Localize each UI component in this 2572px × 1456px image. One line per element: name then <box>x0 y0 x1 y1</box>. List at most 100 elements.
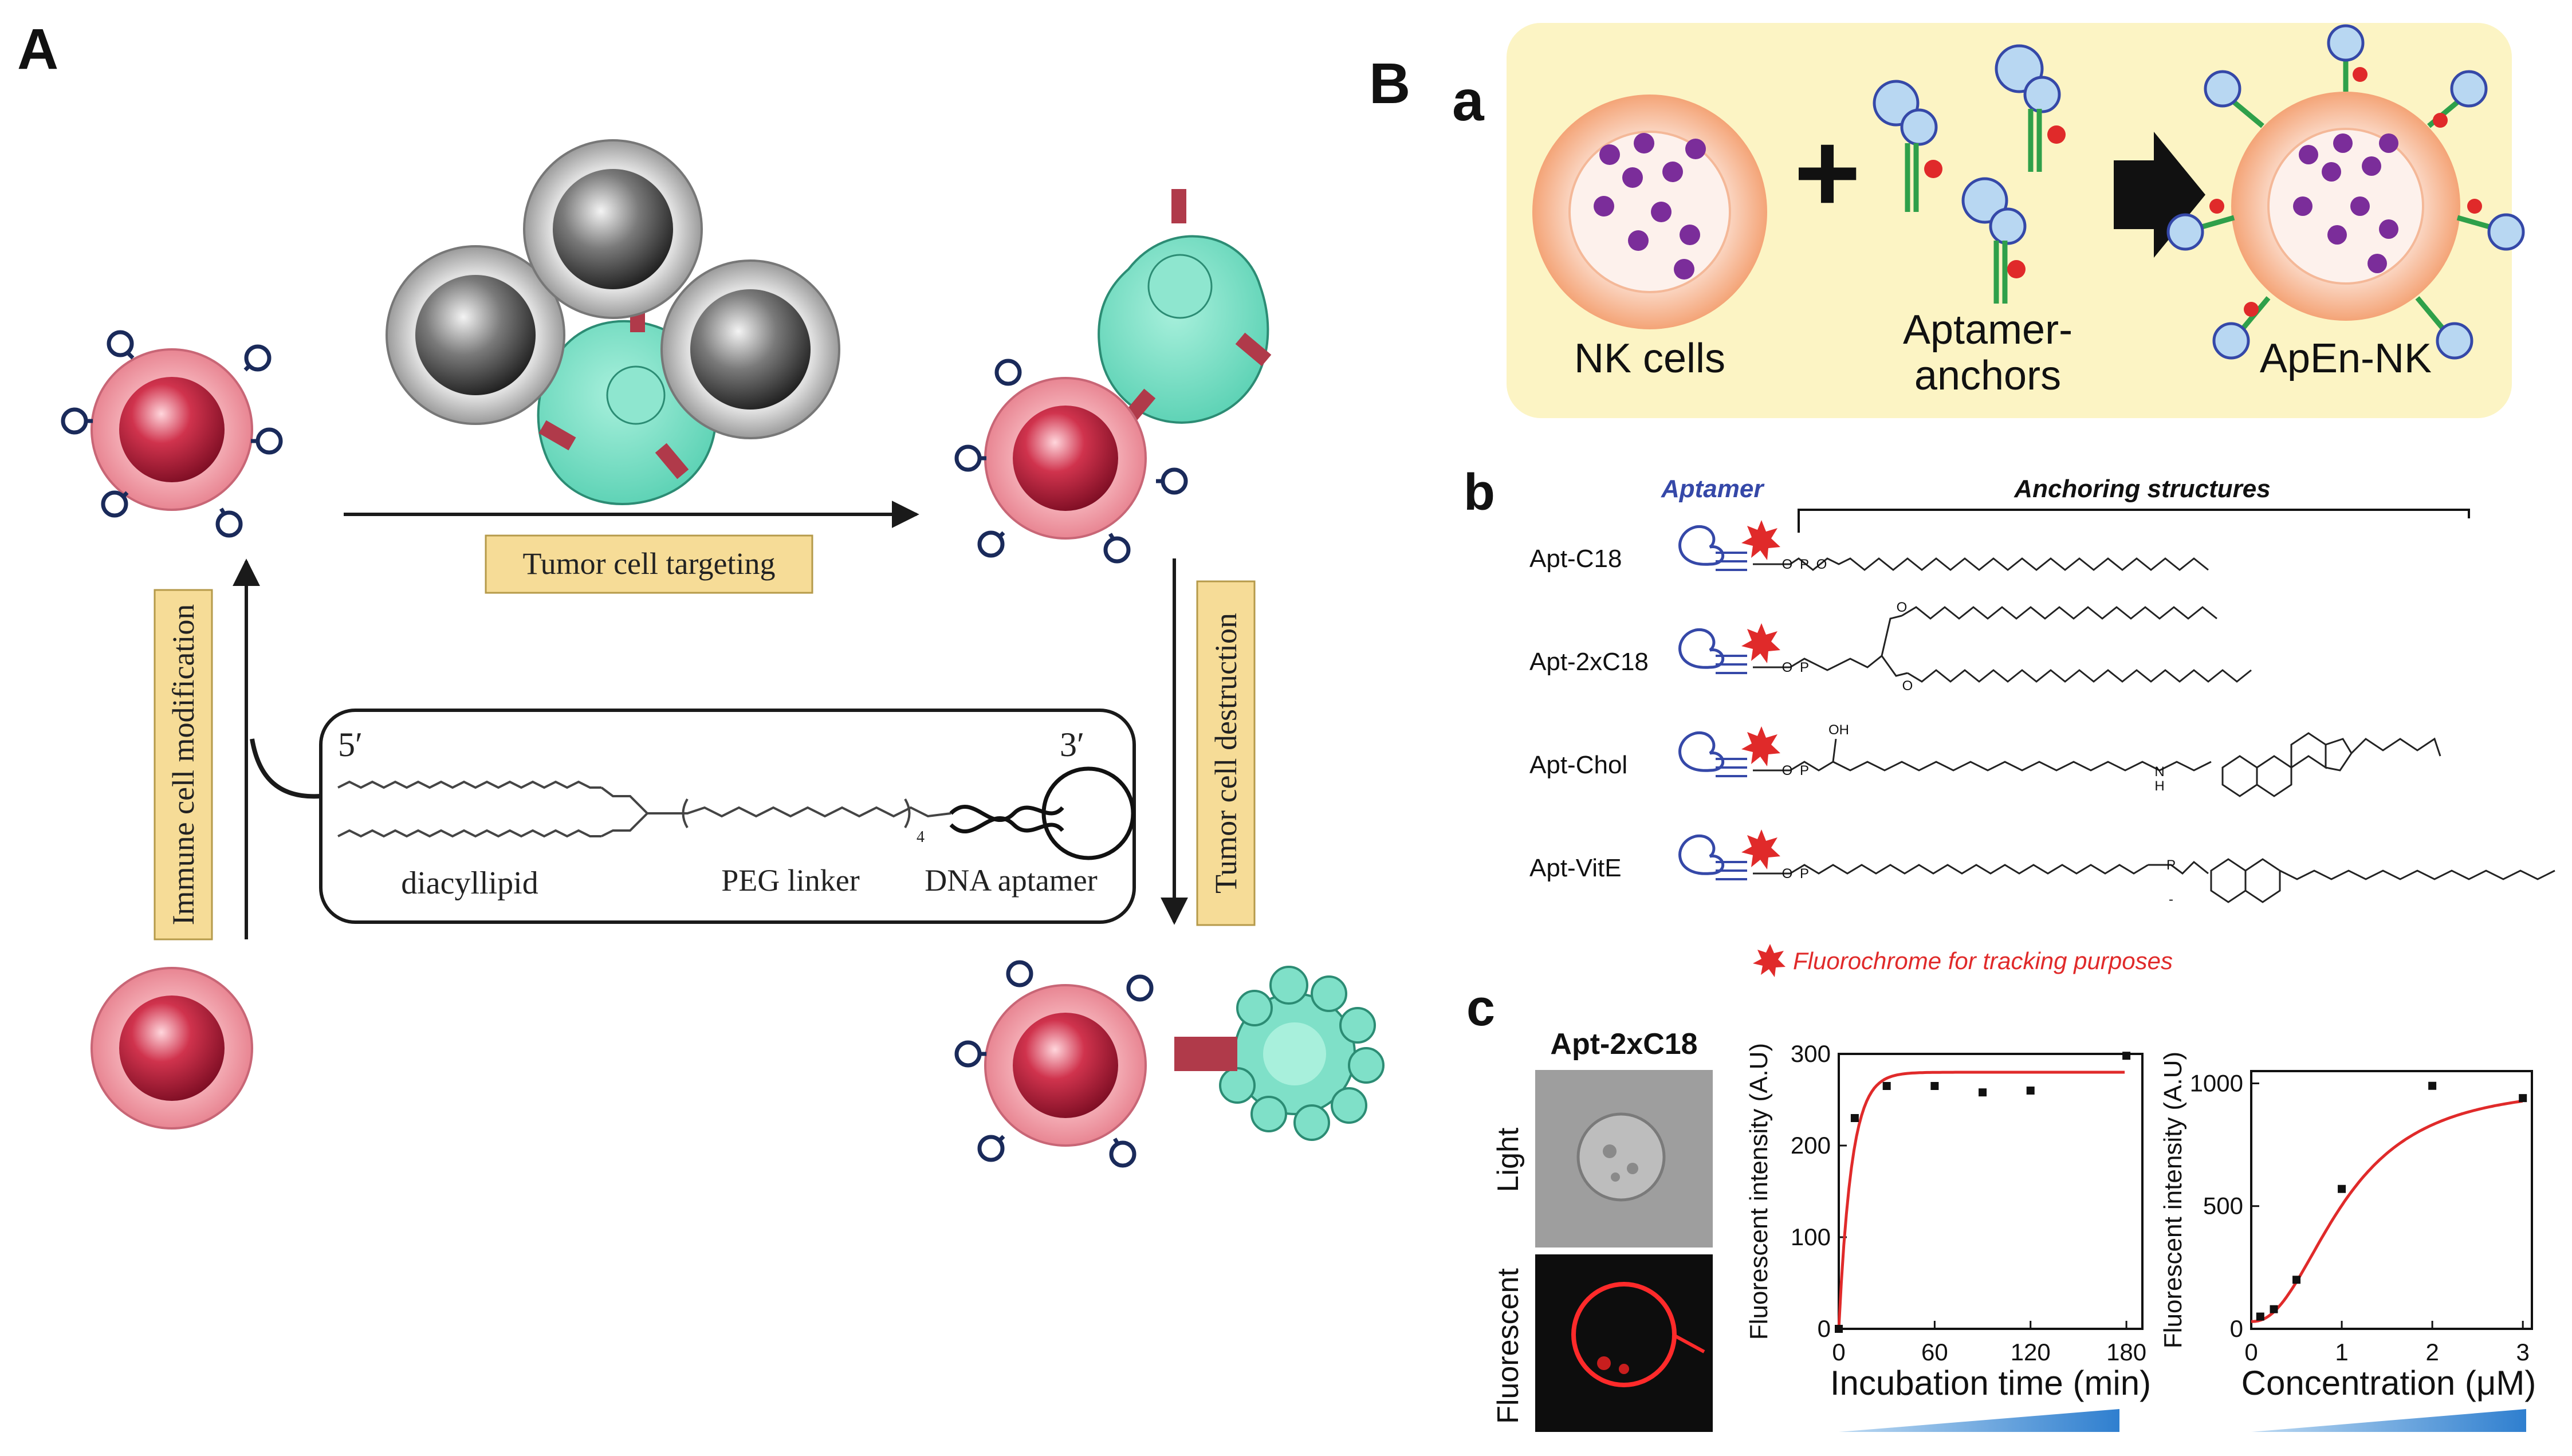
atom-oh: OH <box>1828 722 1849 738</box>
data-point <box>1930 1082 1939 1090</box>
anchoring-bracket <box>1798 509 2470 533</box>
immune-cell-bound-top-right <box>954 189 1272 564</box>
plot-area <box>1838 1053 2144 1330</box>
data-point <box>1882 1082 1891 1090</box>
data-point <box>2122 1052 2131 1060</box>
light-micrograph <box>1535 1070 1713 1248</box>
atom-o: O <box>1782 866 1793 882</box>
svg-text:Tumor cell targeting: Tumor cell targeting <box>523 546 776 581</box>
aptamer-anchors-label-2: anchors <box>1914 353 2061 399</box>
x-tick-label: 120 <box>2011 1339 2051 1366</box>
light-label: Light <box>1492 1127 1525 1192</box>
row-label-2xc18: Apt-2xC18 <box>1529 648 1649 676</box>
atom-p: P <box>1800 660 1809 675</box>
y-axis-label: Fluorescent intensity (A.U) <box>1745 1043 1773 1340</box>
y-tick-label: 200 <box>1791 1132 1831 1159</box>
lipid-aptamer-construct: 5′ 3′ 4 diacyllipid PEG linker DNA aptam… <box>250 709 1136 924</box>
aptamer-header: Aptamer <box>1661 475 1765 503</box>
x-tick-label: 180 <box>2106 1339 2146 1366</box>
image-title: Apt-2xC18 <box>1550 1028 1697 1061</box>
x-tick-label: 60 <box>1921 1339 1948 1366</box>
gradient-wedge <box>2251 1409 2526 1432</box>
chart-concentration: Fluorescent intensity (A.U) Concentratio… <box>2159 1052 2536 1432</box>
fluor-label: Fluorescent <box>1492 1268 1525 1424</box>
data-point <box>2519 1094 2527 1103</box>
immune-cell-modified-top-left <box>61 330 283 538</box>
fluorochrome-star-icons <box>1741 520 1780 869</box>
x-tick-label: 1 <box>2335 1339 2348 1366</box>
x-tick-label: 0 <box>1832 1339 1845 1366</box>
panel-b-c-letter: c <box>1466 979 1495 1037</box>
atom-h: H <box>2154 778 2164 794</box>
panel-a-letter: A <box>17 17 58 81</box>
plus-sign: + <box>1794 109 1861 237</box>
immune-cell-unmodified <box>91 967 253 1130</box>
svg-text:3′: 3′ <box>1060 726 1084 764</box>
tumor-destruction-label: Tumor cell destruction <box>1196 580 1256 926</box>
data-point <box>2338 1185 2346 1193</box>
y-tick-label: 100 <box>1791 1223 1831 1250</box>
anchor-structure-rows: Apt-C18 Apt-2xC18 Apt-Chol Apt-VitE <box>1529 520 2555 977</box>
apen-nk-label: ApEn-NK <box>2260 336 2432 381</box>
svg-text:DNA aptamer: DNA aptamer <box>925 863 1097 898</box>
row-label-chol: Apt-Chol <box>1529 751 1627 779</box>
fit-curve <box>1837 1071 2125 1329</box>
cell-cluster-targeting <box>386 139 840 505</box>
atom-minus: - <box>2169 892 2173 907</box>
atom-o: O <box>1816 557 1827 572</box>
data-point <box>2270 1305 2278 1313</box>
atom-p: P <box>1800 557 1809 572</box>
data-point <box>1835 1325 1843 1333</box>
x-axis-label: Incubation time (min) <box>1830 1364 2151 1402</box>
aptamer-anchor-icons <box>1873 44 2066 304</box>
panel-b-b-letter: b <box>1464 464 1495 521</box>
x-tick-label: 0 <box>2244 1339 2258 1366</box>
data-point <box>1850 1114 1859 1122</box>
immune-modification-label: Immune cell modification <box>154 589 213 941</box>
panel-b-letter: B <box>1369 52 1410 116</box>
chart-incubation-time: Fluorescent intensity (A.U) Incubation t… <box>1745 1040 2151 1432</box>
svg-text:diacyllipid: diacyllipid <box>401 865 538 901</box>
y-tick-label: 500 <box>2203 1193 2243 1219</box>
tumor-targeting-label: Tumor cell targeting <box>485 534 813 594</box>
x-tick-label: 2 <box>2425 1339 2439 1366</box>
fluorescent-micrograph <box>1535 1254 1713 1432</box>
atom-o: O <box>1782 557 1793 572</box>
y-axis-label: Fluorescent intensity (A.U) <box>2159 1052 2187 1348</box>
fluorochrome-legend-star-icon <box>1753 944 1786 977</box>
anchoring-header: Anchoring structures <box>2013 475 2270 503</box>
row-label-c18: Apt-C18 <box>1529 545 1622 573</box>
y-tick-label: 0 <box>1818 1315 1831 1342</box>
immune-cell-destroying-tumor <box>954 960 1385 1168</box>
data-point <box>2428 1081 2437 1090</box>
gradient-wedge <box>1839 1409 2119 1432</box>
atom-p: P <box>1800 866 1809 882</box>
aptamer-anchors-label-1: Aptamer- <box>1903 307 2072 353</box>
y-tick-label: 0 <box>2230 1315 2243 1342</box>
atom-o: O <box>1897 600 1908 615</box>
x-tick-label: 3 <box>2516 1339 2530 1366</box>
atom-p: P <box>1800 763 1809 778</box>
svg-text:Tumor cell destruction: Tumor cell destruction <box>1209 613 1243 894</box>
svg-text:4: 4 <box>917 828 925 846</box>
data-point <box>2256 1312 2264 1321</box>
svg-text:Immune cell modification: Immune cell modification <box>166 604 200 926</box>
svg-text:5′: 5′ <box>338 726 363 764</box>
atom-n: N <box>2154 764 2164 780</box>
y-tick-label: 300 <box>1791 1040 1831 1067</box>
atom-o: O <box>1782 763 1793 778</box>
fluorochrome-note: Fluorochrome for tracking purposes <box>1793 947 2173 974</box>
apen-nk-cell <box>2166 24 2525 360</box>
atom-o: O <box>1782 660 1793 675</box>
x-axis-label: Concentration (μM) <box>2241 1364 2536 1402</box>
atom-o: O <box>1902 678 1913 694</box>
panel-b-a-letter: a <box>1452 69 1485 133</box>
plot-area <box>2250 1070 2533 1330</box>
data-point <box>2026 1087 2035 1095</box>
data-point <box>1979 1088 1987 1097</box>
data-point <box>2292 1276 2301 1284</box>
y-tick-label: 1000 <box>2190 1069 2243 1096</box>
nk-cell-plain <box>1532 95 1767 329</box>
nk-cells-label: NK cells <box>1574 336 1725 381</box>
svg-text:PEG linker: PEG linker <box>721 863 859 898</box>
